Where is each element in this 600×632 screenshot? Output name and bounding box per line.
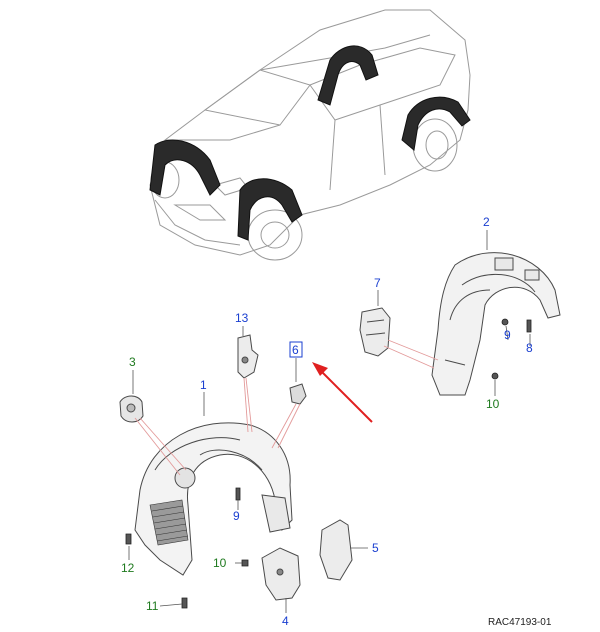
car-hood-line [165, 124, 281, 141]
part-2-fasteners [491, 318, 532, 380]
rear-wheel-hub [425, 130, 449, 160]
rear-wheel [412, 118, 458, 172]
car-liner-front-left [149, 139, 221, 196]
vehicle-overview [149, 9, 471, 261]
part-4-bracket [261, 547, 301, 601]
car-door-line-2 [379, 104, 386, 176]
part-5-shield [319, 519, 353, 581]
car-door-line [329, 119, 336, 191]
vehicle-liners-highlighted [149, 45, 471, 241]
callout-13: 13 [235, 311, 249, 325]
screw-12 [125, 533, 132, 545]
screw-11 [181, 597, 188, 609]
callout-4: 4 [282, 614, 289, 628]
car-liner-rear-left [317, 45, 379, 106]
callout-5: 5 [372, 541, 379, 555]
callout-lines [128, 230, 531, 613]
highlight-arrow [312, 362, 373, 423]
part-3-plug [119, 395, 144, 423]
screw-10-left [241, 559, 249, 567]
callout-9-right: 9 [504, 328, 511, 342]
part-7-bracket [359, 307, 391, 357]
callout-2: 2 [483, 215, 490, 229]
callout-labels: 1 2 3 4 5 6 7 8 9 9 10 10 11 12 13 [121, 215, 533, 628]
callout-11: 11 [146, 599, 159, 613]
part-2-fender-liner [431, 252, 561, 396]
reference-code: RAC47193-01 [488, 617, 552, 628]
screw-9-left [235, 487, 241, 501]
screw-8 [526, 319, 532, 333]
screw-10-right [491, 372, 499, 380]
callout-9-left: 9 [233, 509, 240, 523]
part-13-bracket [237, 334, 259, 379]
part-6-clip [289, 383, 307, 405]
front-wheel-hub [260, 221, 290, 249]
callout-10-right: 10 [486, 397, 500, 411]
callout-6: 6 [292, 343, 299, 357]
callout-6-highlight-box [289, 341, 303, 358]
leader-lines [134, 339, 439, 476]
car-front-bumper [154, 199, 241, 246]
callout-12: 12 [121, 561, 135, 575]
callout-10-left: 10 [213, 556, 227, 570]
car-liner-front-right [237, 178, 303, 241]
car-liner-rear-right [401, 96, 471, 151]
callout-7: 7 [374, 276, 381, 290]
clip-9-right [501, 318, 509, 326]
callout-1: 1 [200, 378, 207, 392]
callout-3: 3 [129, 355, 136, 369]
part-1-fender-liner [134, 422, 293, 576]
part-1-fasteners [125, 487, 241, 609]
liner-grille [149, 499, 189, 546]
callout-8: 8 [526, 341, 533, 355]
car-grille [173, 204, 227, 221]
car-windshield [203, 69, 311, 126]
